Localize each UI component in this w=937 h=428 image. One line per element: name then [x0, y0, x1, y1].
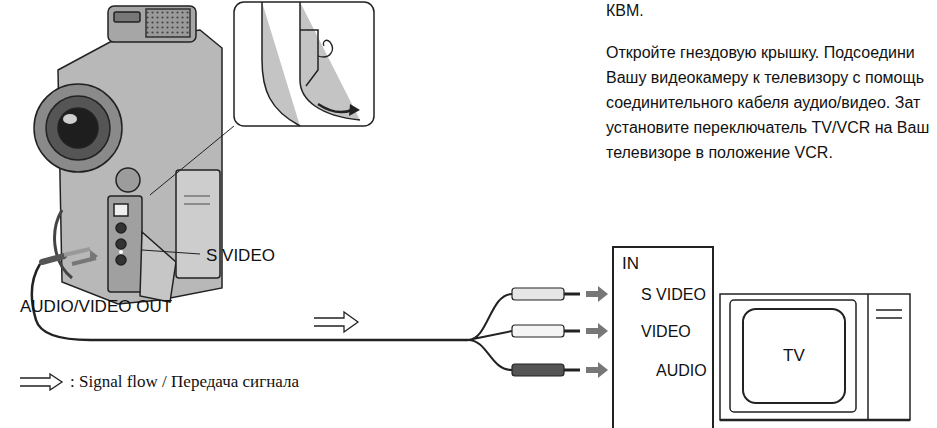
- jack-label: S VIDEO: [641, 286, 706, 304]
- tv-screen: TV: [742, 308, 846, 404]
- jack-label: AUDIO/VIDEO OUT: [20, 297, 172, 317]
- inset-detail: [150, 2, 374, 195]
- legend-text: : Signal flow / Передача сигнала: [70, 372, 299, 392]
- input-panel: INS VIDEO VIDEO AUDIO: [612, 246, 714, 428]
- jack-label: IN: [622, 254, 639, 274]
- instruction-text: Откройте гнездовую крышку. Подсоедини Ва…: [606, 40, 932, 165]
- tv-set: [720, 294, 910, 420]
- signal-flow-symbol: [18, 373, 64, 391]
- tv-label: TV: [783, 346, 805, 366]
- jack-label: S VIDEO: [206, 246, 275, 266]
- camcorder: [34, 6, 222, 304]
- page-fragment: КВМ.: [606, 2, 644, 20]
- jack-label: VIDEO: [641, 323, 691, 341]
- legend-entry: : Signal flow / Передача сигнала: [18, 372, 299, 392]
- jack-label: AUDIO: [656, 362, 707, 380]
